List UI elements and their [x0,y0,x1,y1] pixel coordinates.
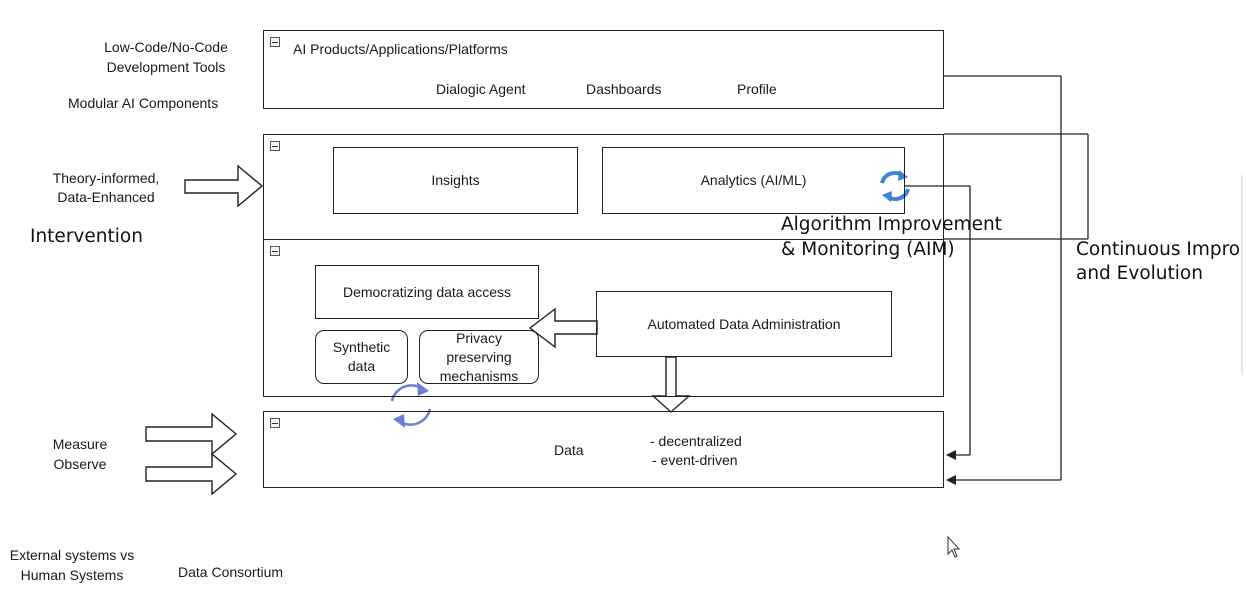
collapse-icon[interactable] [270,418,280,428]
collapse-icon[interactable] [270,246,280,256]
mouse-cursor-icon [947,535,961,558]
analytics-box: Analytics (AI/ML) [602,147,905,214]
low-code-label: Low-Code/No-Code [104,39,228,55]
continuous-improvement-connector [944,75,1062,485]
admin-to-privacy-arrow [528,307,598,349]
dashboards-label: Dashboards [586,81,662,97]
cycle-icon [880,170,910,202]
data-enhanced-label: Data-Enhanced [57,189,155,205]
dialogic-agent-label: Dialogic Agent [436,81,526,97]
cycle-icon [390,382,432,428]
products-layer-title: AI Products/Applications/Platforms [293,41,508,57]
insights-box: Insights [333,147,578,214]
observe-label: Observe [53,456,107,472]
continuous-improvement-line2: and Evolution [1076,263,1203,284]
collapse-icon[interactable] [270,37,280,47]
democratizing-data-access-box: Democratizing data access [315,265,539,319]
measure-input-arrow [145,412,238,456]
modular-components-label: Modular AI Components [68,95,219,111]
data-consortium-label: Data Consortium [178,564,284,580]
decentralized-label: - decentralized [650,433,742,449]
theory-input-arrow [184,164,264,208]
development-tools-label: Development Tools [106,59,226,75]
privacy-preserving-box: Privacy preserving mechanisms [419,330,539,384]
automated-data-admin-box: Automated Data Administration [596,291,892,357]
collapse-icon[interactable] [270,141,280,151]
data-admin-layer [263,239,944,397]
profile-label: Profile [737,81,777,97]
continuous-improvement-bracket [944,133,1089,240]
products-layer: AI Products/Applications/Platforms Dialo… [263,30,944,109]
theory-informed-label: Theory-informed, [52,170,160,186]
measure-label: Measure [52,436,108,452]
intervention-label: Intervention [30,226,143,247]
synthetic-data-box: Synthetic data [315,330,408,384]
aim-label-line1: Algorithm Improvement [781,214,1002,235]
data-layer-title: Data [554,442,584,458]
aim-label-line2: & Monitoring (AIM) [781,239,955,260]
aim-connector [905,185,971,460]
observe-input-arrow [145,452,238,496]
event-driven-label: - event-driven [652,452,738,468]
external-systems-label: External systems vs [9,547,135,563]
data-layer: Data - decentralized - event-driven [263,411,944,488]
continuous-improvement-line1: Continuous Impro [1076,239,1241,260]
human-systems-label: Human Systems [20,567,124,583]
